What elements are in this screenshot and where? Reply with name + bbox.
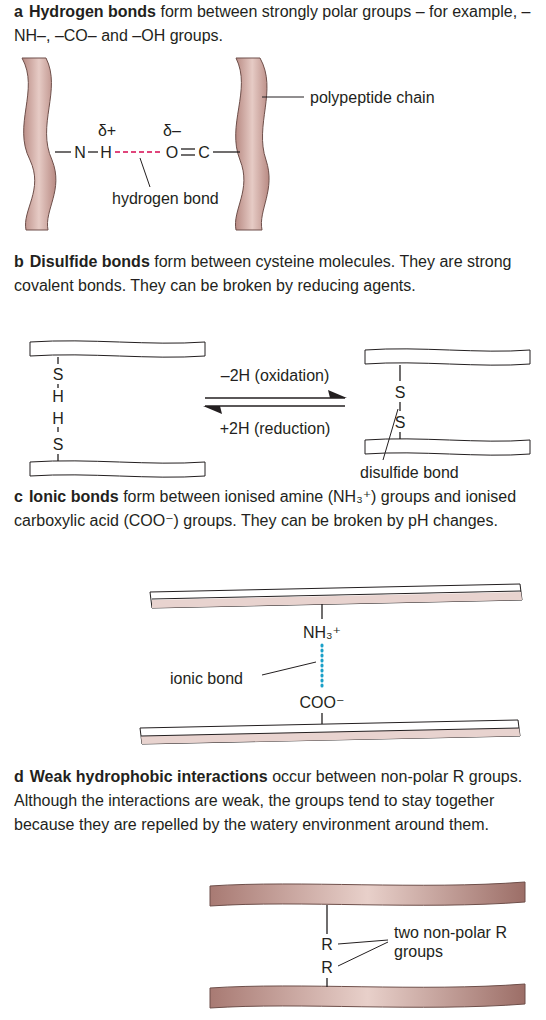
atom-symbol: N [74,143,86,162]
panel-letter: a [14,3,23,20]
bond-line [321,713,322,724]
bond-line [213,151,240,152]
atom-symbol: R [321,935,333,954]
bond-type-term: Hydrogen bonds [29,3,156,20]
polypeptide-chain [365,349,530,365]
bond-line [57,357,58,364]
bond-line [326,905,327,934]
bond-line [399,365,400,381]
heading-paragraph: cIonic bonds form between ionised amine … [14,485,539,533]
heading-paragraph: dWeak hydrophobic interactions occur bet… [14,765,539,837]
atom-symbol: H [52,387,64,406]
group-label: NH₃⁺ [303,623,341,642]
polypeptide-chain [30,341,205,357]
bond-line [321,604,322,619]
atom-symbol: H [52,409,64,428]
arrowhead [203,406,222,414]
atom-symbol: H [100,143,112,162]
polypeptide-chain [235,58,269,230]
chain-shade [152,592,522,608]
bond-line [399,432,400,439]
atom-symbol: S [53,435,64,454]
polypeptide-chain [140,720,520,744]
bond-line [326,978,327,987]
atom-symbol: O [166,143,178,162]
bond-type-term: Weak hydrophobic interactions [30,768,268,785]
bond-line [57,427,58,432]
atom-symbol: S [395,413,406,432]
chain-shade [141,728,520,744]
leader-line [262,97,304,98]
polypeptide-chain [210,984,525,1008]
partial-charge: δ+ [98,121,116,140]
polypeptide-chain [365,439,530,455]
leader-line [338,940,388,944]
atom-symbol: R [321,958,333,977]
polypeptide-chain [30,461,205,477]
panel-letter: c [14,488,23,505]
leader-line [262,662,316,675]
polypeptide-chain [150,584,522,608]
equilibrium-arrow [205,405,345,407]
bond-line [88,151,98,152]
leader-line [338,942,388,966]
atom-symbol: C [198,143,210,162]
heading-paragraph: aHydrogen bonds form between strongly po… [14,0,539,48]
bond-line [57,454,58,461]
part-label: two non-polar R groups [394,923,512,961]
leader-line [140,158,150,187]
heading-paragraph: bDisulfide bonds form between cysteine m… [14,250,539,298]
bond-type-term: Ionic bonds [29,488,119,505]
equilibrium-arrow [205,397,345,399]
part-label: polypeptide chain [310,88,435,107]
ionic-bond-line [321,645,324,690]
polypeptide-chain [22,58,56,230]
part-label: ionic bond [170,669,243,688]
arrowhead [328,390,347,398]
reaction-label: +2H (reduction) [220,419,331,438]
hydrogen-bond-line [115,151,162,153]
panel-letter: d [14,768,24,785]
polypeptide-chain [210,882,525,906]
disulfide-bond-line [399,402,400,411]
bond-line [181,148,195,149]
part-label: disulfide bond [360,463,459,482]
bond-line [57,384,58,388]
bond-line [181,154,195,155]
bond-line [55,151,71,152]
part-label: hydrogen bond [112,189,219,208]
bond-type-term: Disulfide bonds [30,253,150,270]
atom-symbol: S [395,383,406,402]
group-label: COO⁻ [300,693,345,712]
partial-charge: δ– [163,121,181,140]
reaction-label: –2H (oxidation) [221,366,330,385]
chain-inner-line [141,728,519,736]
atom-symbol: S [53,365,64,384]
panel-letter: b [14,253,24,270]
